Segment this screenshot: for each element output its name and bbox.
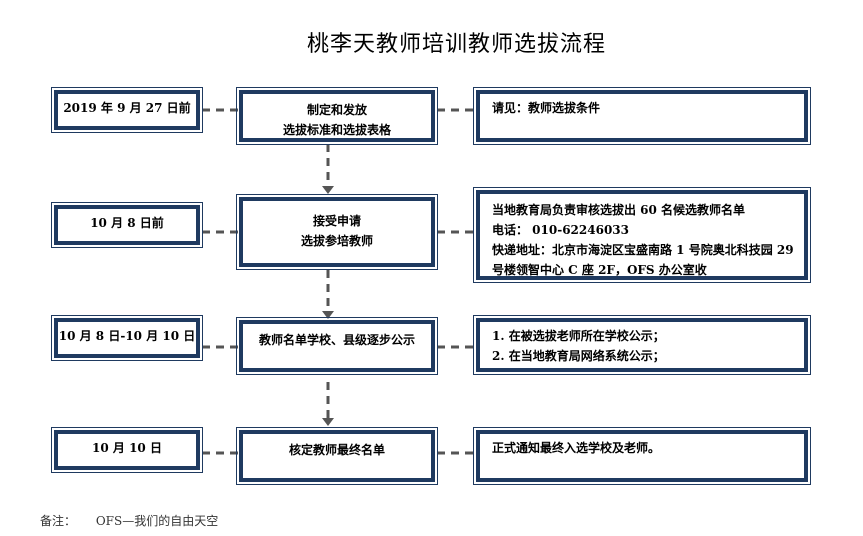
note-line: 快递地址：北京市海淀区宝盛南路 1 号院奥北科技园 29: [492, 243, 794, 257]
step-line: 接受申请: [312, 214, 361, 228]
footnote-label: 备注：: [40, 514, 77, 528]
date-text-3: 10 月 8 日-10 月 10 日: [58, 329, 196, 343]
note-line: 号楼领智中心 C 座 2F，OFS 办公室收: [492, 263, 707, 277]
note-line: 1. 在被选拔老师所在学校公示；: [492, 329, 665, 343]
footnote-text: OFS—我们的自由天空: [95, 514, 219, 528]
note-box-4: 正式通知最终入选学校及老师。: [473, 427, 811, 485]
step-box-2: 接受申请 选拔参培教师: [236, 194, 438, 270]
date-text-1: 2019 年 9 月 27 日前: [63, 101, 191, 115]
note-box-3: 1. 在被选拔老师所在学校公示； 2. 在当地教育局网络系统公示；: [473, 315, 811, 375]
date-box-1: 2019 年 9 月 27 日前: [51, 87, 203, 133]
page-title: 桃李天教师培训教师选拔流程: [306, 32, 606, 57]
step-line: 核定教师最终名单: [288, 443, 385, 457]
footnote: 备注： OFS—我们的自由天空: [40, 512, 234, 529]
note-line: 请见：教师选拔条件: [492, 101, 601, 115]
step-box-4: 核定教师最终名单: [236, 427, 438, 485]
arrowhead-2: [322, 311, 334, 319]
arrowhead-3: [322, 418, 334, 426]
step-line: 教师名单学校、县级逐步公示: [258, 333, 415, 347]
step-box-1: 制定和发放 选拔标准和选拔表格: [236, 87, 438, 145]
step-line: 选拔标准和选拔表格: [282, 123, 391, 137]
date-box-3: 10 月 8 日-10 月 10 日: [51, 315, 203, 361]
note-line: 电话： 010-62246033: [492, 223, 630, 237]
step-box-3: 教师名单学校、县级逐步公示: [236, 317, 438, 375]
note-line: 2. 在当地教育局网络系统公示；: [492, 349, 665, 363]
date-box-2: 10 月 8 日前: [51, 202, 203, 248]
step-line: 选拔参培教师: [300, 234, 373, 248]
note-box-2: 当地教育局负责审核选拔出 60 名候选教师名单 电话： 010-62246033…: [473, 187, 811, 283]
date-box-4: 10 月 10 日: [51, 427, 203, 473]
arrowhead-1: [322, 186, 334, 194]
note-line: 当地教育局负责审核选拔出 60 名候选教师名单: [492, 203, 746, 217]
date-text-4: 10 月 10 日: [92, 441, 162, 455]
date-text-2: 10 月 8 日前: [90, 216, 164, 230]
step-line: 制定和发放: [306, 103, 367, 117]
note-box-1: 请见：教师选拔条件: [473, 87, 811, 145]
note-line: 正式通知最终入选学校及老师。: [492, 441, 661, 455]
